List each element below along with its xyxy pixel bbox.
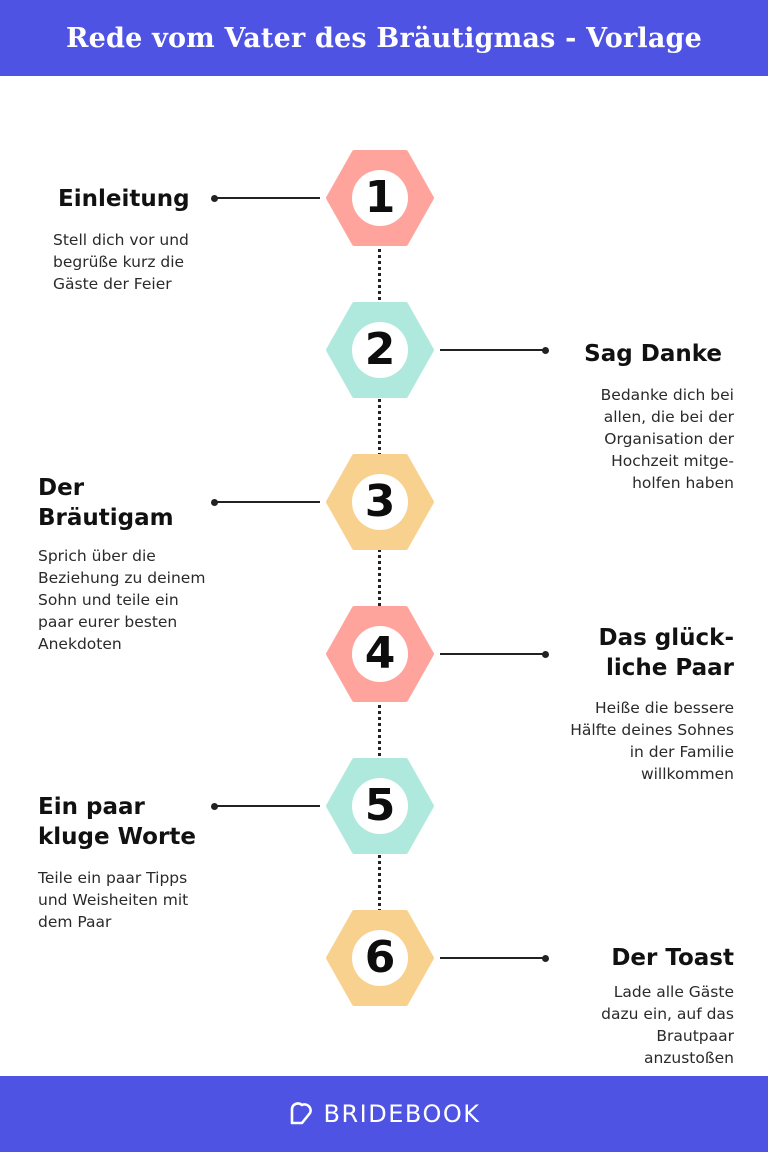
step-number: 3 xyxy=(352,474,408,530)
connector-line xyxy=(440,650,549,658)
step-number: 5 xyxy=(352,778,408,834)
step-description: Lade alle Gäste dazu ein, auf das Brautp… xyxy=(601,983,734,1067)
step-number-badge: 3 xyxy=(326,454,434,550)
connector-line xyxy=(211,194,320,202)
step-title: Sag Danke xyxy=(584,341,722,367)
step-number-badge: 5 xyxy=(326,758,434,854)
step-number-badge: 2 xyxy=(326,302,434,398)
step-description: Sprich über die Beziehung zu deinem Sohn… xyxy=(38,547,206,653)
step-title: Der Toast xyxy=(611,945,734,971)
step-number: 4 xyxy=(352,626,408,682)
timeline-dotted-line xyxy=(378,200,381,960)
step-title: Einleitung xyxy=(58,186,190,212)
step-number: 6 xyxy=(352,930,408,986)
step-title: Ein paar kluge Worte xyxy=(38,794,196,850)
footer-bar: BRIDEBOOK xyxy=(0,1076,768,1152)
step-description: Bedanke dich bei allen, die bei der Orga… xyxy=(600,386,734,492)
step-number-badge: 4 xyxy=(326,606,434,702)
header-bar: Rede vom Vater des Bräutigmas - Vorlage xyxy=(0,0,768,76)
step-number: 2 xyxy=(352,322,408,378)
step-description: Heiße die bessere Hälfte deines Sohnes i… xyxy=(570,699,734,783)
page-title: Rede vom Vater des Bräutigmas - Vorlage xyxy=(66,22,702,54)
bridebook-logo-icon xyxy=(288,1101,314,1127)
connector-line xyxy=(440,954,549,962)
step-number-badge: 6 xyxy=(326,910,434,1006)
step-title: Der Bräutigam xyxy=(38,475,174,531)
connector-line xyxy=(440,346,549,354)
step-title: Das glück- liche Paar xyxy=(598,625,734,681)
step-description: Teile ein paar Tipps und Weisheiten mit … xyxy=(38,869,189,931)
connector-line xyxy=(211,802,320,810)
step-number-badge: 1 xyxy=(326,150,434,246)
step-description: Stell dich vor und begrüße kurz die Gäst… xyxy=(53,231,189,293)
step-number: 1 xyxy=(352,170,408,226)
footer-brand: BRIDEBOOK xyxy=(323,1100,481,1128)
connector-line xyxy=(211,498,320,506)
